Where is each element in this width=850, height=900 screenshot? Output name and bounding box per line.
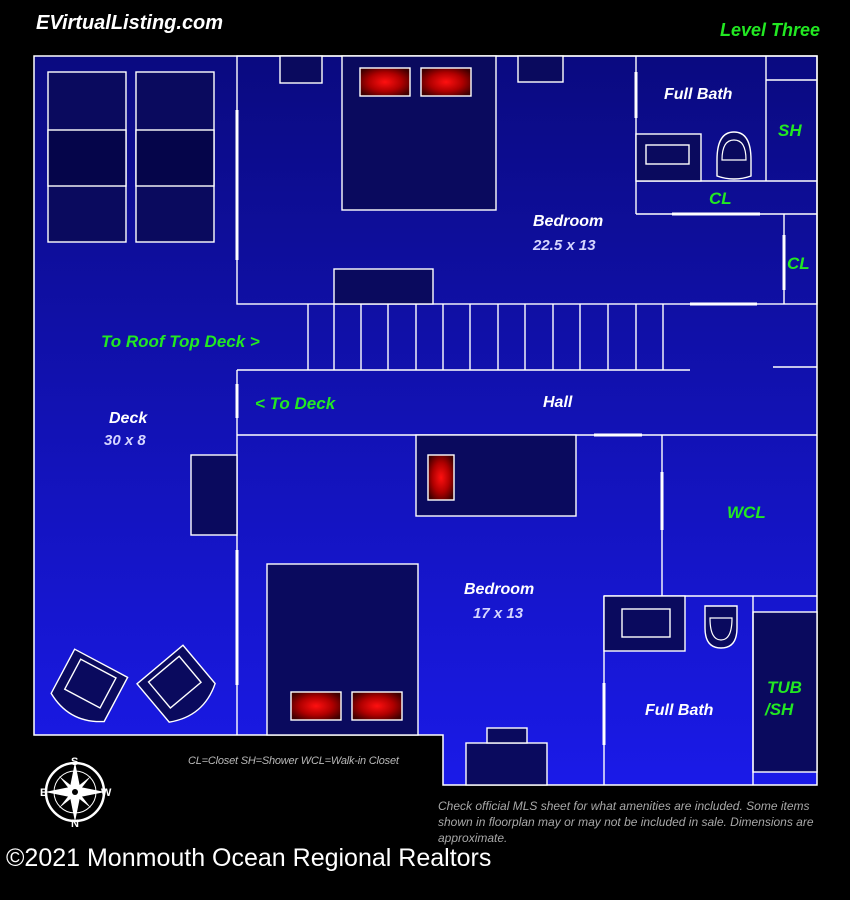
pillow-top-left [359, 67, 411, 97]
tub-label-line1: TUB [767, 678, 802, 697]
pillow-bottom-left [290, 691, 342, 721]
closet-label-1: CL [709, 189, 732, 208]
bench-bottom [465, 742, 548, 786]
deck-size: 30 x 8 [104, 432, 146, 449]
bath-top-vanity [635, 133, 702, 182]
full-bath-bottom-label: Full Bath [645, 702, 714, 719]
wcl-label: WCL [727, 503, 766, 522]
tub-label-line2: /SH [764, 700, 794, 719]
closet-label-2: CL [787, 254, 810, 273]
bedroom-top-name: Bedroom [533, 213, 603, 230]
deck-name: Deck [109, 410, 148, 427]
hall-label: Hall [543, 394, 573, 411]
tub [752, 611, 818, 773]
bath-bottom-toilet [704, 605, 738, 649]
deck-lounger-right [135, 71, 215, 243]
lamp-dresser [427, 454, 455, 501]
dresser-top [333, 268, 434, 305]
deck-chair-left [50, 648, 129, 723]
compass-n: N [71, 818, 79, 830]
full-bath-bottom [603, 595, 818, 785]
pillow-top-right [420, 67, 472, 97]
level-title: Level Three [719, 20, 820, 40]
pillow-bottom-right [351, 691, 403, 721]
deck-lounger-left [47, 71, 127, 243]
disclaimer-text: Check official MLS sheet for what amenit… [438, 799, 814, 845]
compass-w: W [101, 787, 112, 799]
to-deck-label: < To Deck [255, 394, 337, 413]
full-bath-top-label: Full Bath [664, 86, 733, 103]
bedroom-top-size: 22.5 x 13 [532, 237, 596, 254]
bedroom-bottom-name: Bedroom [464, 581, 534, 598]
compass-s: S [71, 756, 78, 768]
copyright-text: ©2021 Monmouth Ocean Regional Realtors [6, 844, 492, 872]
to-roof-label: To Roof Top Deck > [101, 332, 260, 351]
nightstand-left-top [279, 55, 323, 84]
compass-rose-icon: S N E W [40, 756, 112, 830]
shower-label: SH [778, 121, 802, 140]
abbreviation-legend: CL=Closet SH=Shower WCL=Walk-in Closet [188, 755, 399, 767]
bench-bottom-back [486, 727, 528, 744]
deck-side-table [190, 454, 238, 536]
brand-title: EVirtualListing.com [36, 12, 224, 34]
nightstand-right-top [517, 55, 564, 83]
deck-chair-right [136, 644, 216, 723]
compass-e: E [40, 787, 47, 799]
bath-bottom-vanity [603, 595, 686, 652]
bedroom-bottom-size: 17 x 13 [473, 605, 524, 622]
staircase [237, 304, 817, 371]
